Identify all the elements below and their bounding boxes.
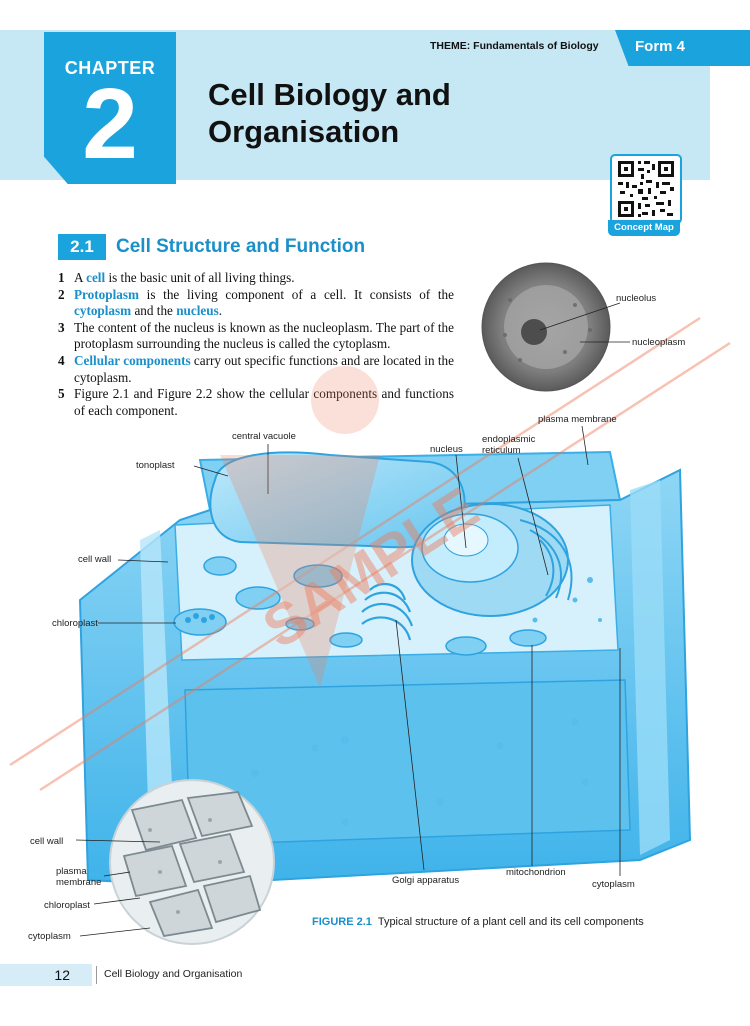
leader-lines [98,425,621,876]
label-plasma-membrane: plasma membrane [538,414,617,425]
chapter-badge [44,32,176,184]
keyword-nucleus: nucleus [176,303,219,319]
label-line: endoplasmic [482,434,536,445]
theme-label: THEME: Fundamentals of Biology [430,40,599,52]
nucleus-shape [411,503,573,617]
form-tab [615,30,750,66]
chapter-title-line1: Cell Biology and [208,77,451,112]
label-cell-wall: cell wall [78,554,112,565]
figure-caption: FIGURE 2.1 Typical structure of a plant … [312,916,644,928]
chapter-word: CHAPTER [64,58,156,78]
form-label: Form 4 [635,38,686,55]
footer-title: Cell Biology and Organisation [104,968,243,980]
label-mitochondrion: mitochondrion [506,867,566,878]
figure-caption-text: Typical structure of a plant cell and it… [377,916,644,928]
text-run: is the living component of a cell. It co… [138,286,454,302]
label-nucleoplasm: nucleoplasm [632,337,686,348]
label-line: membrane [56,877,102,888]
section-number: 2.1 [58,234,106,260]
qr-code[interactable] [610,154,682,224]
point-5: 5 Figure 2.1 and Figure 2.2 show the cel… [58,386,454,419]
label-line: plasma [56,866,87,877]
point-number: 4 [58,352,65,368]
inset-label-cytoplasm: cytoplasm [28,931,71,942]
text-run: is the basic unit of all living things. [105,270,295,285]
text-run: A [74,270,87,285]
point-number: 5 [58,386,65,402]
nucleus-micrograph [481,262,611,392]
point-number: 3 [58,319,65,335]
text-run: carry out specific functions and are loc… [74,352,454,385]
label-nucleus: nucleus [430,444,463,455]
text-run: . [218,303,223,319]
text-run: and the [131,303,177,319]
inset-label-plasma-membrane: plasma membrane [56,866,101,888]
label-line: reticulum [482,445,521,456]
chapter-title-line2: Organisation [208,114,400,149]
golgi-shape [361,582,414,641]
figure-tag: FIGURE 2.1 [312,916,372,928]
vesicles [251,557,602,826]
point-4: 4 Cellular components carry out specific… [58,353,454,386]
page-number: 12 [0,964,92,986]
inset-label-chloroplast: chloroplast [44,900,90,911]
leaf-cells-micrograph [109,779,275,945]
point-2: 2 Protoplasm is the living component of … [58,287,454,320]
text-run: The content of the nucleus is known as t… [74,319,454,352]
label-cytoplasm: cytoplasm [592,879,635,890]
label-nucleolus: nucleolus [616,293,657,304]
point-number: 1 [58,270,65,285]
point-1: 1 A cell is the basic unit of all living… [58,270,454,287]
inset-label-cell-wall: cell wall [30,836,64,847]
chapter-title: Cell Biology and Organisation [208,76,588,150]
label-chloroplast: chloroplast [52,618,98,629]
keyword-cytoplasm: cytoplasm [74,303,132,319]
chloroplast-shapes [173,556,343,636]
section-title: Cell Structure and Function [116,236,366,257]
chapter-number: 2 [82,68,138,180]
sample-watermark [9,316,731,792]
keyword-cellular-components: Cellular components [74,352,191,368]
mitochondria-shapes [285,617,547,656]
point-3: 3 The content of the nucleus is known as… [58,320,454,353]
concept-map-label[interactable]: Concept Map [608,220,680,236]
point-number: 2 [58,286,65,302]
label-central-vacuole: central vacuole [232,431,296,442]
footer-divider [96,966,97,984]
text-run: Figure 2.1 and Figure 2.2 show the cellu… [74,386,454,418]
label-endoplasmic-reticulum: endoplasmic reticulum [482,434,535,456]
qr-code-icon [618,161,674,217]
keyword-cell: cell [86,270,106,285]
body-text: 1 A cell is the basic unit of all living… [58,270,454,419]
label-tonoplast: tonoplast [136,460,175,471]
label-golgi-apparatus: Golgi apparatus [392,875,460,886]
keyword-protoplasm: Protoplasm [74,286,139,302]
